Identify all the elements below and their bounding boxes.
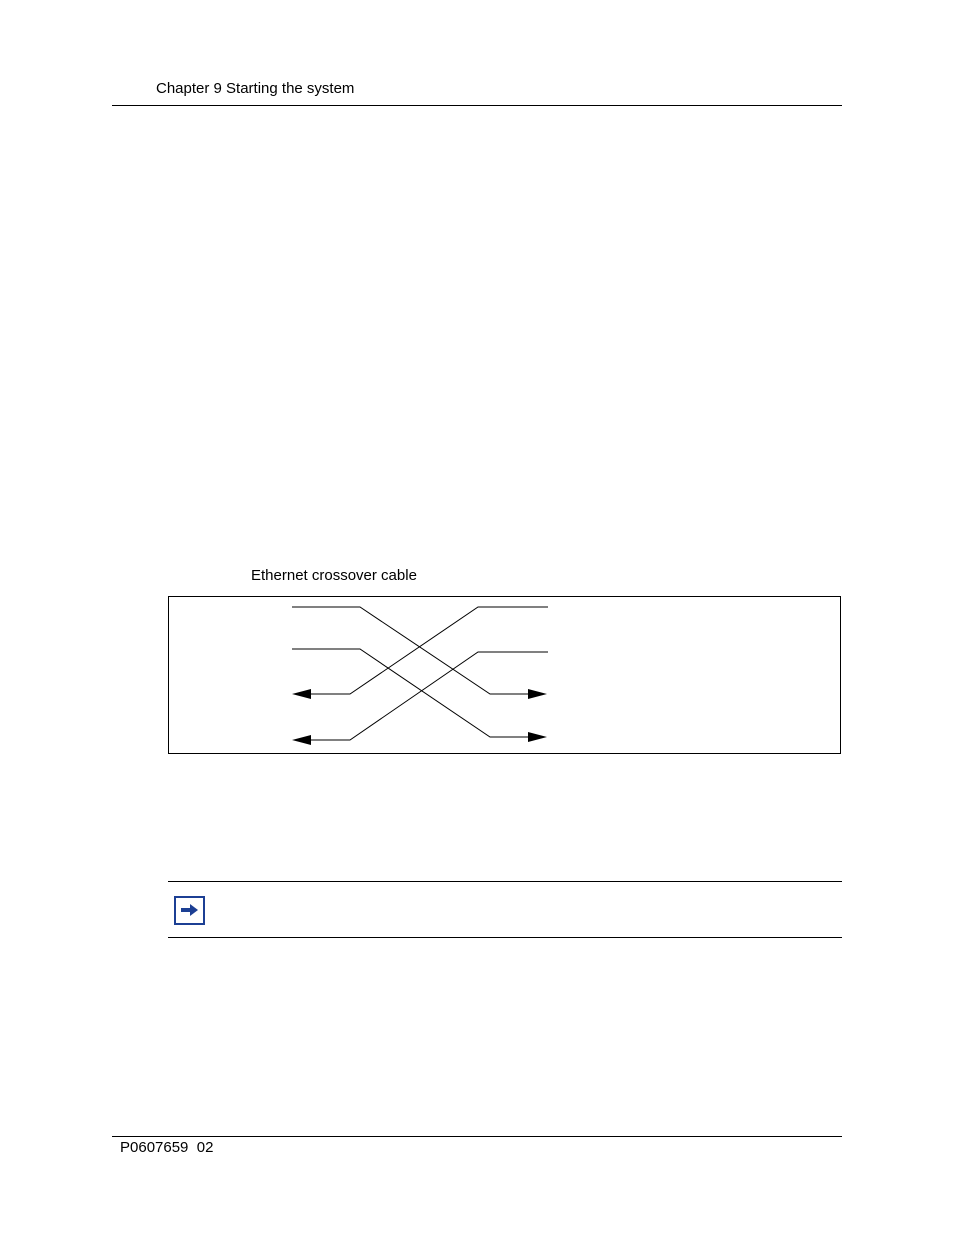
crossover-wire-1 bbox=[292, 606, 530, 695]
figure-caption: Ethernet crossover cable bbox=[251, 567, 417, 584]
footer-divider bbox=[112, 1136, 842, 1137]
crossover-wire-2 bbox=[292, 648, 530, 738]
page-header: Chapter 9 Starting the system bbox=[156, 80, 355, 97]
crossover-cable-figure bbox=[168, 596, 841, 754]
crossover-wire-4 bbox=[310, 651, 548, 741]
document-number: P0607659 02 bbox=[120, 1139, 214, 1156]
arrow-left-icon bbox=[292, 735, 311, 745]
right-arrow-icon bbox=[174, 896, 205, 925]
crossover-wire-3 bbox=[310, 606, 548, 695]
header-divider bbox=[112, 105, 842, 106]
arrow-right-icon bbox=[528, 689, 547, 699]
note-divider-top bbox=[168, 881, 842, 882]
note-divider-bottom bbox=[168, 937, 842, 938]
arrow-left-icon bbox=[292, 689, 311, 699]
arrow-right-icon bbox=[528, 732, 547, 742]
